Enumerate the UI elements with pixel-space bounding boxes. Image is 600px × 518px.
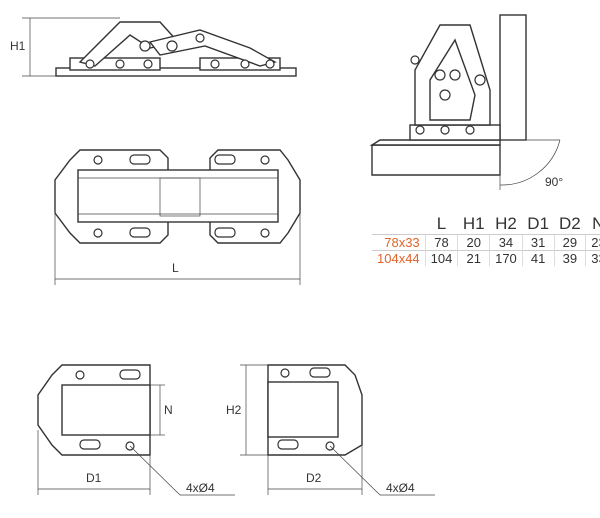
h1-label: H1 (10, 39, 26, 53)
header-d2: D2 (559, 214, 581, 233)
holes-right-label: 4xØ4 (386, 481, 415, 495)
table-cell: 31 (521, 234, 555, 251)
table-row: 78x33 78 20 34 31 29 23 (372, 234, 600, 251)
dimensions-table: L H1 H2 D1 D2 N 78x33 78 20 34 31 29 23 … (372, 214, 600, 266)
angle-label: 90° (545, 175, 563, 189)
table-cell: 34 (489, 234, 523, 251)
table-cell: 170 (489, 250, 523, 266)
header-n: N (592, 214, 600, 233)
h2-label: H2 (226, 403, 242, 417)
table-row: 104x44 104 21 170 41 39 33 (372, 250, 600, 266)
table-cell: 39 (553, 250, 586, 266)
holes-left-label: 4xØ4 (186, 481, 215, 495)
variant-cell: 104x44 (372, 250, 426, 266)
table-cell: 29 (553, 234, 586, 251)
installed-view: 90° (369, 14, 563, 190)
l-label: L (172, 261, 179, 275)
cup-view-right: H2 D2 4xØ4 (226, 364, 435, 496)
d1-label: D1 (86, 471, 102, 485)
table-cell: 21 (457, 250, 490, 266)
variant-cell: 78x33 (372, 234, 426, 251)
header-h2: H2 (495, 214, 517, 233)
table-cell: 33 (585, 250, 600, 266)
side-view: H1 (10, 17, 297, 77)
plan-view: L (54, 149, 301, 285)
table-cell: 20 (457, 234, 490, 251)
table-cell: 41 (521, 250, 555, 266)
header-variant (372, 214, 425, 235)
d2-label: D2 (306, 471, 322, 485)
n-label: N (164, 403, 173, 417)
header-l: L (436, 214, 447, 233)
table-header-row: L H1 H2 D1 D2 N (372, 214, 600, 235)
header-h1: H1 (462, 214, 485, 233)
cup-view-left: N D1 4xØ4 (37, 364, 235, 496)
table-cell: 23 (585, 234, 600, 251)
table-cell: 78 (424, 234, 458, 251)
header-d1: D1 (527, 214, 550, 233)
table-cell: 104 (424, 250, 458, 266)
